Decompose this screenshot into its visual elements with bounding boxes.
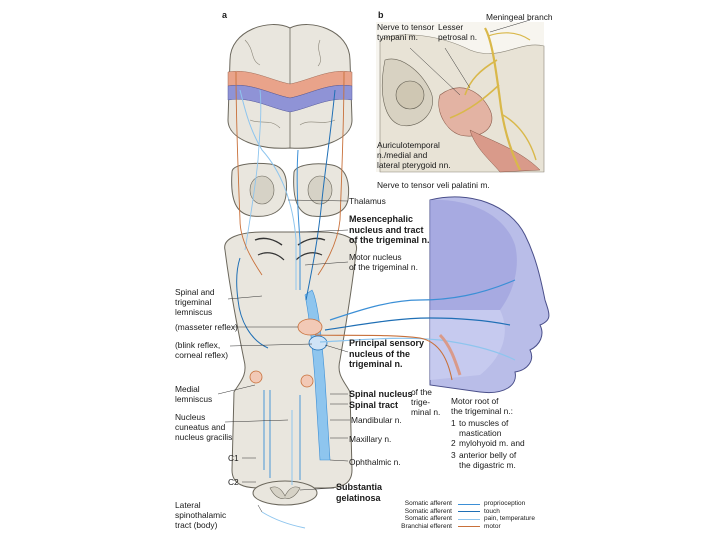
face-profile	[429, 196, 550, 394]
legend-row: Somatic afferent pain, temperature	[382, 515, 562, 523]
label-medial-lemniscus: Medial lemniscus	[175, 384, 213, 404]
motor-root-item-1-text: to muscles of mastication	[459, 418, 509, 438]
label-blink-reflex: (blink reflex, corneal reflex)	[175, 340, 229, 360]
motor-root-item-2-text: mylohyoid m. and	[459, 438, 525, 448]
pathways	[235, 71, 516, 529]
label-c1: C1	[228, 453, 239, 463]
legend-kind: Branchial efferent	[401, 522, 452, 530]
cerebrum	[227, 24, 353, 149]
brainstem	[224, 231, 358, 489]
label-of-the-trigeminal: of the trige- minal n.	[411, 387, 441, 417]
label-lesser-petrosal: Lesser petrosal n.	[438, 22, 478, 42]
label-nucleus-cuneatus: Nucleus cuneatus and nucleus gracilis	[175, 412, 233, 442]
panel-a-label: a	[222, 10, 228, 20]
label-motor-root: Motor root of the trigeminal n.:	[451, 396, 513, 416]
label-substantia: Substantia gelatinosa	[336, 482, 383, 503]
spinal-cord-section	[252, 480, 318, 506]
legend-swatch	[458, 503, 480, 505]
label-meningeal-branch: Meningeal branch	[486, 12, 553, 22]
label-ophthalmic: Ophthalmic n.	[349, 457, 401, 467]
label-spinal-tract: Spinal tract	[349, 400, 399, 410]
thalamus	[231, 162, 350, 217]
label-maxillary: Maxillary n.	[349, 434, 392, 444]
label-spinal-nucleus: Spinal nucleus	[349, 389, 413, 399]
legend-row: Branchial efferent motor	[382, 523, 562, 531]
legend: Somatic afferent proprioception Somatic …	[382, 500, 562, 530]
motor-root-item-1-num: 1	[451, 418, 456, 428]
leader-lines	[217, 199, 350, 513]
legend-kind: Somatic afferent	[404, 507, 452, 515]
label-mesencephalic: Mesencephalic nucleus and tract of the t…	[349, 214, 430, 245]
legend-kind: Somatic afferent	[404, 515, 452, 523]
label-nerve-tensor-tympani: Nerve to tensor tympani m.	[377, 22, 435, 42]
legend-row: Somatic afferent touch	[382, 508, 562, 516]
legend-swatch	[458, 511, 480, 513]
label-auriculotemporal: Auriculotemporal n./medial and lateral p…	[377, 140, 451, 170]
legend-kind: Somatic afferent	[404, 500, 452, 507]
legend-row: Somatic afferent proprioception	[382, 500, 562, 508]
label-principal-sensory: Principal sensory nucleus of the trigemi…	[349, 338, 425, 369]
legend-swatch	[458, 518, 480, 520]
label-mandibular: Mandibular n.	[351, 415, 402, 425]
legend-swatch	[458, 526, 480, 528]
label-masseter-reflex: (masseter reflex)	[175, 322, 238, 332]
label-thalamus: Thalamus	[349, 196, 386, 206]
motor-root-item-3-num: 3	[451, 450, 456, 460]
label-nerve-tensor-veli: Nerve to tensor veli palatini m.	[377, 180, 490, 190]
label-motor-nucleus: Motor nucleus of the trigeminal n.	[349, 252, 418, 272]
legend-name: pain, temperature	[484, 515, 535, 523]
panel-b-label: b	[378, 10, 384, 20]
label-c2: C2	[228, 477, 239, 487]
skull-base-illustration	[376, 19, 545, 173]
legend-name: touch	[484, 507, 500, 515]
motor-root-item-2-num: 2	[451, 438, 456, 448]
label-lateral-spinothalamic: Lateral spinothalamic tract (body)	[175, 500, 227, 530]
legend-name: proprioception	[484, 500, 526, 507]
legend-name: motor	[484, 522, 501, 530]
label-spinal-trigeminal-lemniscus: Spinal and trigeminal lemniscus	[175, 287, 215, 317]
motor-root-item-3-text: anterior belly of the digastric m.	[459, 450, 517, 470]
